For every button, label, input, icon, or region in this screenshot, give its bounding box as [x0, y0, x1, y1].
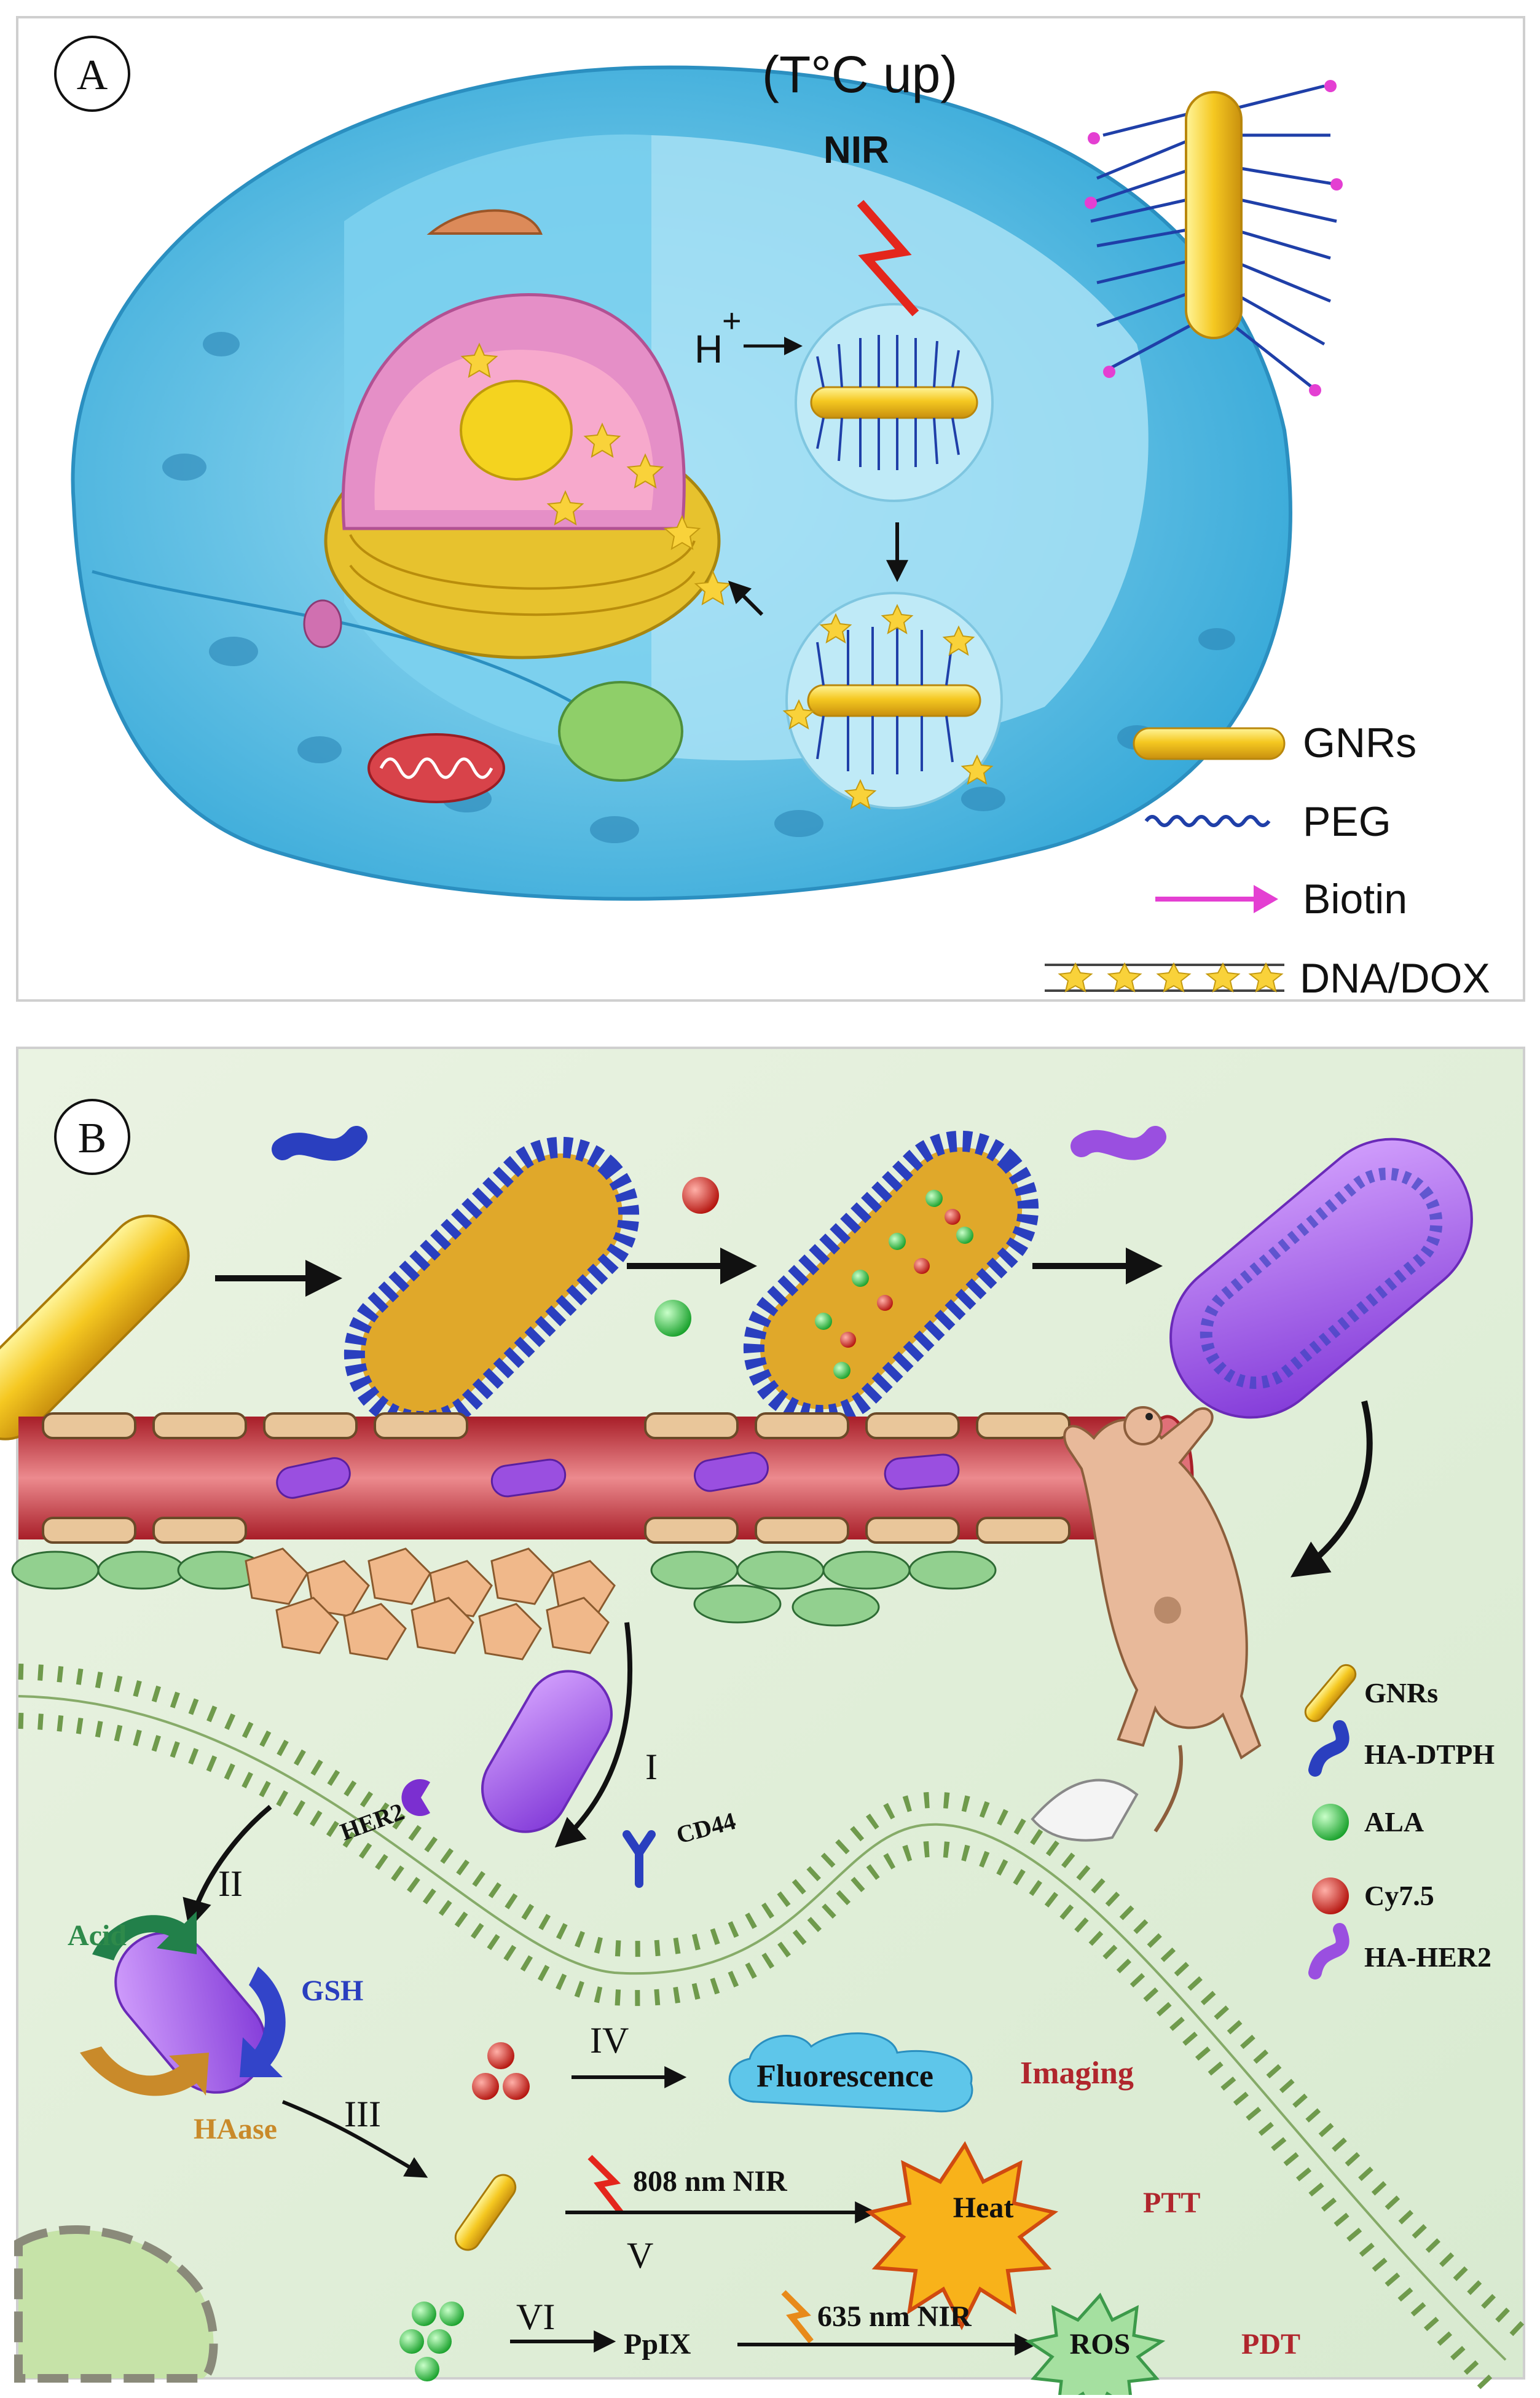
panel-b-badge [54, 1099, 130, 1175]
legend-a-gnrs: GNRs [1303, 720, 1416, 766]
step-4-label: IV [590, 2020, 629, 2061]
her2-receptor-icon [401, 1779, 430, 1817]
pathway-ptt [454, 2141, 1059, 2330]
panel-b: B [0, 1047, 1530, 2398]
nir-lightning-icon [857, 200, 919, 316]
nir-label: NIR [823, 129, 889, 171]
gsh-label: GSH [301, 1975, 363, 2007]
fluorescence-label: Fluorescence [756, 2059, 933, 2094]
ros-burst-icon [1024, 2292, 1166, 2398]
legend-b-ha-dtph: HA-DTPH [1364, 1739, 1495, 1770]
panel-b-legend: GNRs HA-DTPH ALA Cy7.5 HA-HER2 [1304, 1664, 1495, 1979]
acid-recycle-icon [92, 1911, 197, 1960]
cy75-sphere-icon [1312, 1877, 1349, 1914]
ala-sphere-icon [1312, 1804, 1349, 1841]
panel-a-label: A [77, 52, 108, 99]
step-1-label: I [645, 1747, 658, 1787]
step-2-label: II [218, 1863, 243, 1904]
golgi [426, 209, 543, 235]
pathway-imaging [472, 2032, 973, 2113]
cell-illustration [71, 65, 1292, 901]
nir-808-lightning-icon [587, 2155, 623, 2215]
legend-b-ha-her2: HA-HER2 [1364, 1941, 1491, 1973]
nanorod-uptake-circle [795, 303, 994, 502]
loaded-nanorod [743, 1130, 1039, 1426]
legend-a-peg: PEG [1303, 798, 1391, 845]
ppix-label: PpIX [624, 2328, 691, 2361]
gsh-recycle-icon [240, 1967, 286, 2077]
blood-vessel [18, 1412, 1194, 1544]
hydrogel-nanoparticle [1169, 1138, 1473, 1419]
gold-nanorod-icon [1133, 727, 1286, 760]
panel-a-badge [54, 36, 130, 112]
pdt-label: PDT [1241, 2328, 1300, 2361]
panel-a-legend: GNRs PEG Biotin DNA/DOX [1045, 720, 1490, 1002]
step-6-label: VI [516, 2297, 555, 2337]
degradation-cycle [80, 1911, 428, 2178]
fluorescence-cloud-icon [728, 2032, 973, 2113]
legend-b-ala: ALA [1364, 1806, 1424, 1838]
cell-membrane [18, 1664, 1530, 2390]
nucleus [324, 293, 721, 659]
mouse-model [1031, 1406, 1262, 1842]
receptor-binding [183, 1622, 656, 1930]
dna-dox-icon [1045, 962, 1284, 993]
ha-her2-strand [1071, 1126, 1166, 1160]
proton-superscript: + [722, 302, 742, 339]
proton-label: H [694, 327, 723, 371]
peg-chain-icon [1144, 815, 1271, 827]
nucleus-arrow [728, 580, 764, 616]
ha-dtph-icon [1308, 1720, 1349, 1777]
imaging-label: Imaging [1020, 2056, 1134, 2091]
heat-label: Heat [953, 2192, 1014, 2224]
panel-b-label: B [78, 1115, 107, 1162]
coated-nanorod [344, 1136, 640, 1433]
vacuole [558, 681, 683, 782]
step-3-label: III [344, 2094, 381, 2134]
nir-808-label: 808 nm NIR [633, 2165, 788, 2198]
synthesis-row [0, 1126, 1473, 1578]
cell-nucleus-corner [14, 2225, 218, 2383]
mitochondrion [367, 733, 505, 803]
legend-b-cy75: Cy7.5 [1364, 1880, 1434, 1911]
cy75-bead [682, 1177, 719, 1214]
ros-label: ROS [1070, 2328, 1131, 2361]
legend-a-dna-dox: DNA/DOX [1300, 955, 1490, 1002]
ha-her2-icon [1308, 1923, 1349, 1979]
temperature-label: (T°C up) [762, 45, 957, 103]
ala-bead [654, 1300, 691, 1337]
step-5-label: V [627, 2235, 653, 2276]
injection-hand [1031, 1779, 1139, 1842]
nir-635-lightning-icon [781, 2290, 814, 2344]
panel-a: A (T°C up) NIR H + GNRs PEG [16, 16, 1525, 1002]
gold-nanorod [0, 1214, 190, 1441]
gold-nanorod-icon [1304, 1664, 1357, 1723]
acid-label: Acid [68, 1919, 127, 1952]
nanorod-release-circle [782, 592, 1003, 810]
heat-burst-icon [865, 2141, 1059, 2330]
haase-recycle-icon [80, 2046, 209, 2096]
pathway-pdt [399, 2290, 1166, 2398]
legend-b-gnrs: GNRs [1364, 1677, 1438, 1708]
ptt-label: PTT [1143, 2187, 1200, 2219]
haase-label: HAase [194, 2113, 277, 2145]
tumor-tissue [11, 1547, 997, 1661]
nir-635-label: 635 nm NIR [817, 2300, 972, 2333]
legend-a-biotin: Biotin [1303, 876, 1407, 922]
cd44-receptor-icon [623, 1830, 656, 1888]
functionalized-nanorod [1085, 80, 1343, 396]
ha-dtph-strand [272, 1126, 367, 1161]
